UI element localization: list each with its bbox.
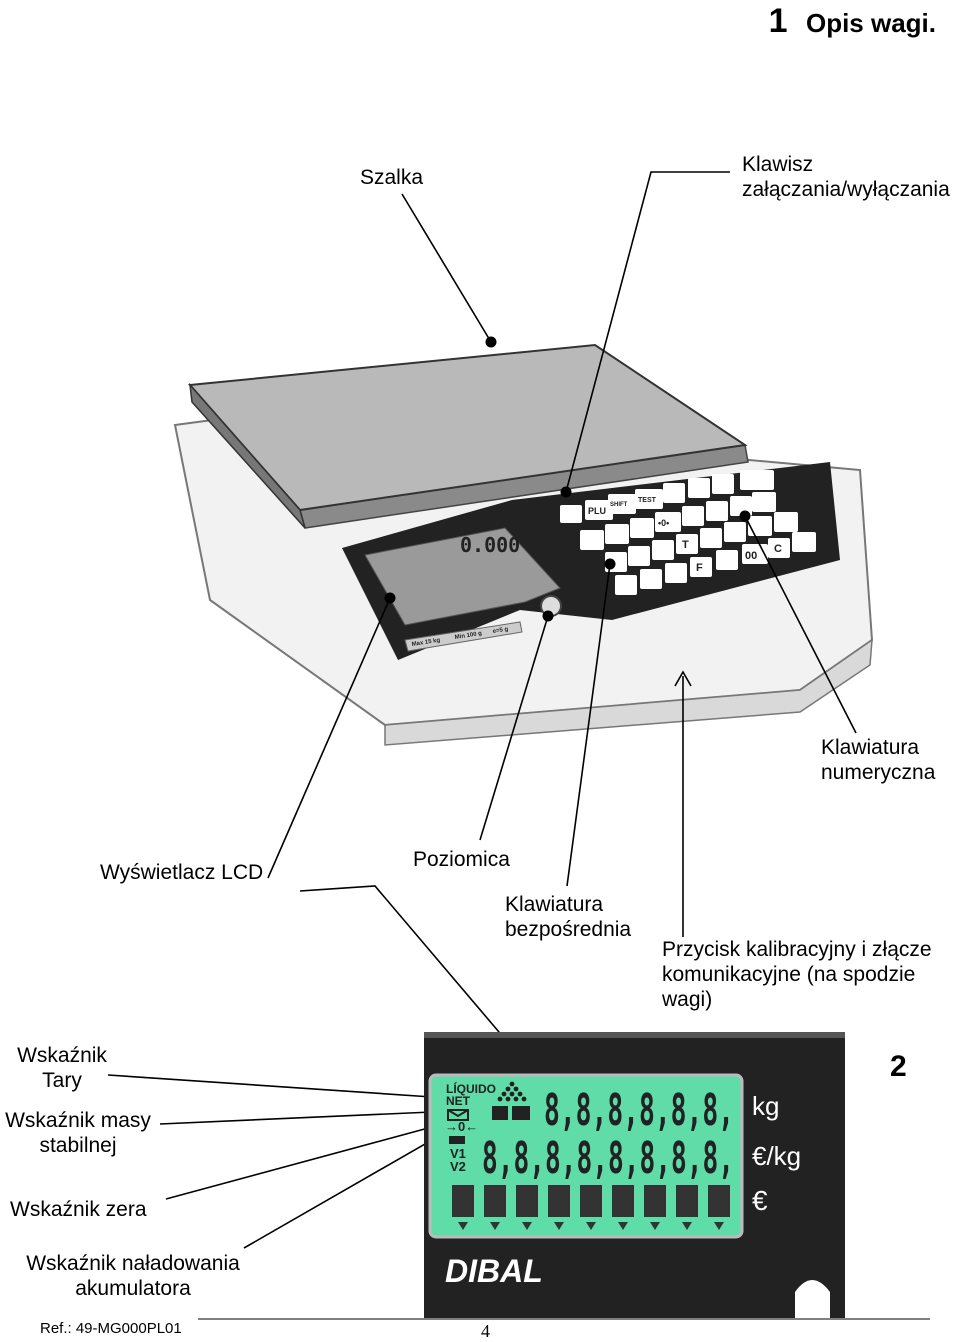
label-numeric-keypad: Klawiatura numeryczna (821, 735, 935, 785)
label-tare-line2: Tary (14, 1068, 110, 1093)
key-shift: SHIFT (610, 502, 628, 508)
lcd-battery-icon (449, 1136, 465, 1144)
lcd-net: NET (446, 1094, 471, 1108)
label-numeric-line2: numeryczna (821, 760, 935, 785)
key-zero: •0• (658, 518, 669, 528)
label-tare-line1: Wskaźnik (14, 1043, 110, 1068)
brand-logo: DIBAL (445, 1253, 543, 1289)
key-00: 00 (745, 550, 757, 562)
label-stable-line1: Wskaźnik masy (0, 1108, 156, 1133)
lcd-v2: V2 (450, 1159, 466, 1174)
label-battery-indicator: Wskaźnik naładowania akumulatora (18, 1251, 248, 1301)
label-tare-indicator: Wskaźnik Tary (14, 1043, 110, 1093)
display-e: e=5 g (680, 1284, 708, 1296)
label-numeric-line1: Klawiatura (821, 735, 935, 760)
label-direct-line2: bezpośrednia (505, 917, 631, 942)
label-direct-keypad: Klawiatura bezpośrednia (505, 892, 631, 942)
label-calib-line2: komunikacyjne (na spodzie (662, 962, 932, 987)
lcd-c1: C1 (494, 1109, 507, 1120)
label-power-key-line2: załączania/wyłączania (742, 177, 950, 202)
page-number: 4 (481, 1321, 490, 1342)
footer-ref: Ref.: 49-MG000PL01 (40, 1320, 182, 1337)
key-test: TEST (638, 497, 657, 504)
label-zero-indicator: Wskaźnik zera (10, 1197, 147, 1222)
label-stable-indicator: Wskaźnik masy stabilnej (0, 1108, 156, 1158)
label-calib-line3: wagi) (662, 987, 932, 1012)
label-stable-line2: stabilnej (0, 1133, 156, 1158)
label-power-key: Klawisz załączania/wyłączania (742, 152, 950, 202)
label-lcd: Wyświetlacz LCD (100, 860, 263, 885)
label-battery-line1: Wskaźnik naładowania (18, 1251, 248, 1276)
key-plu: PLU (588, 506, 606, 516)
figure-number: 2 (890, 1050, 907, 1084)
lcd-row1: 8,8,8,8,8,8, (544, 1085, 734, 1136)
label-power-key-line1: Klawisz (742, 152, 950, 177)
label-battery-line2: akumulatora (18, 1276, 248, 1301)
lcd-row2: 8,8,8,8,8,8,8,8, (482, 1133, 734, 1184)
label-direct-line1: Klawiatura (505, 892, 631, 917)
lcd-zero-mark: →0← (445, 1119, 478, 1134)
label-calib-line1: Przycisk kalibracyjny i złącze (662, 937, 932, 962)
lcd-c2: C2 (514, 1109, 527, 1120)
lcd-alnum-row (452, 1185, 730, 1230)
label-poziomica: Poziomica (413, 847, 510, 872)
display-max: Max 15 kg (668, 1258, 721, 1270)
unit-kg: kg (752, 1091, 779, 1121)
key-t: T (682, 539, 689, 551)
scale-lcd-kg: kg (528, 522, 542, 536)
label-calibration: Przycisk kalibracyjny i złącze komunikac… (662, 937, 932, 1012)
key-f: F (696, 562, 703, 574)
unit-eur: € (752, 1185, 768, 1216)
key-c: C (774, 543, 782, 555)
scale-lcd-value: 0.000 (460, 533, 520, 557)
label-szalka: Szalka (360, 165, 423, 190)
unit-eur-kg: €/kg (752, 1141, 801, 1171)
display-min: Min 100 g (670, 1271, 720, 1283)
scale-lcd-per-kg: /kg (556, 539, 572, 551)
